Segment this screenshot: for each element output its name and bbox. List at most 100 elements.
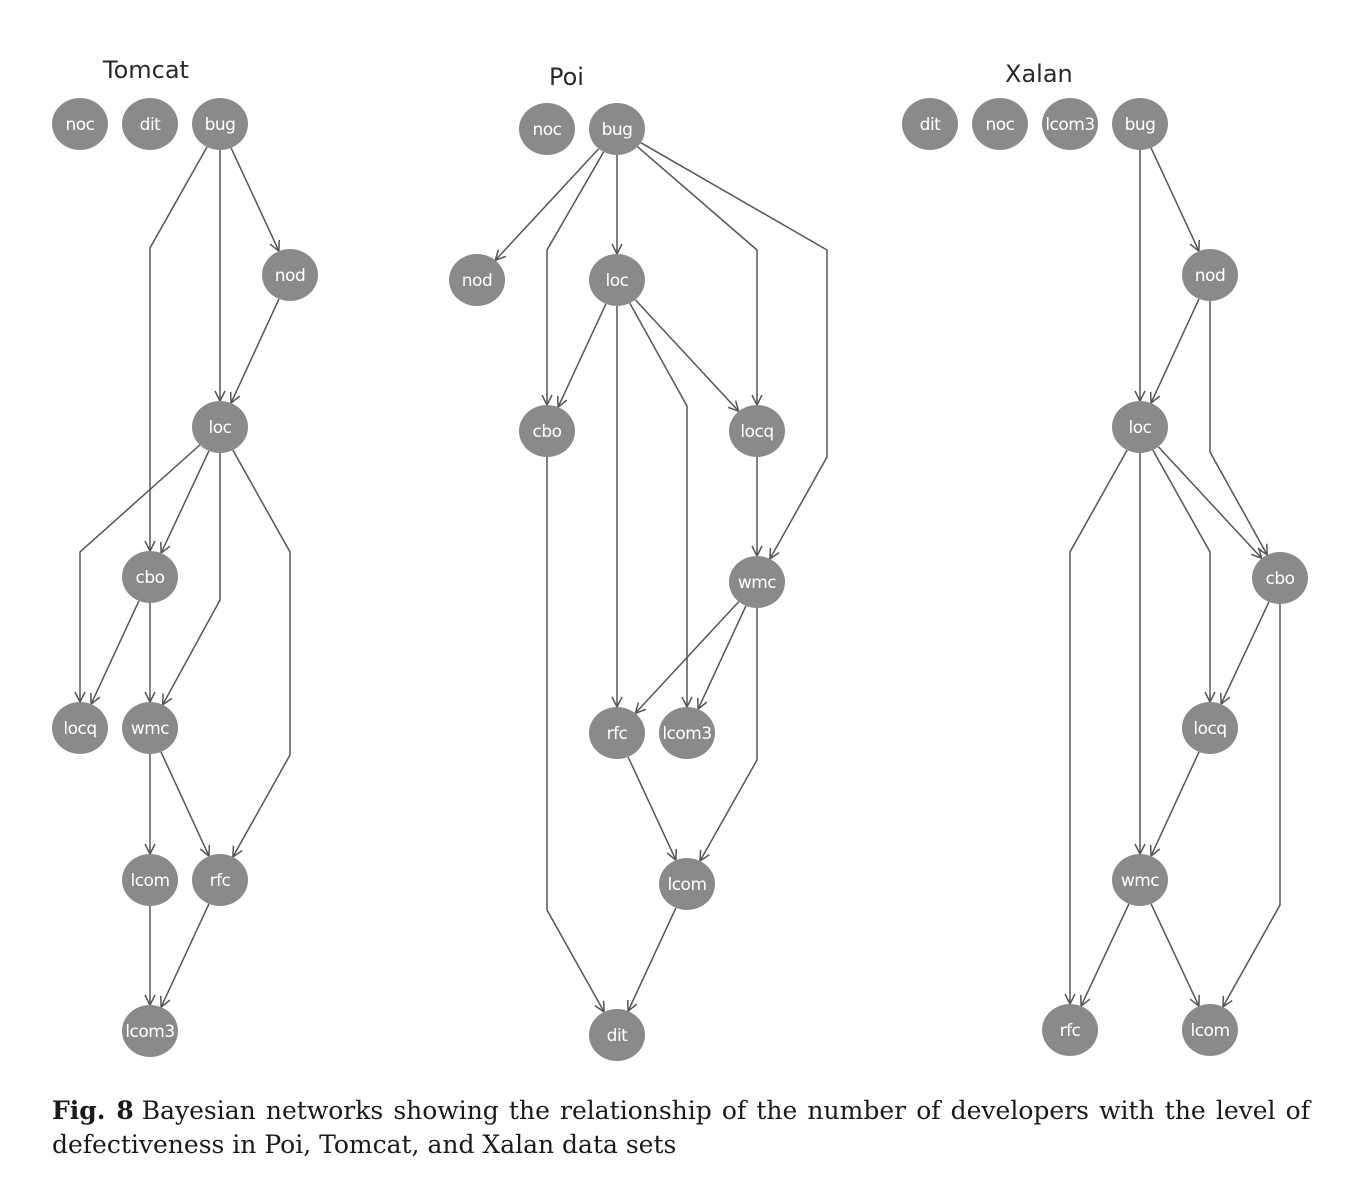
node-rfc: rfc — [1042, 1004, 1098, 1056]
edge-bug-to-nod — [1150, 147, 1199, 251]
node-label: dit — [920, 115, 942, 135]
node-shape — [1112, 854, 1168, 906]
node-shape — [52, 702, 108, 754]
network-poi-edges — [495, 142, 828, 1012]
node-lcom: lcom — [122, 854, 178, 906]
node-label: lcom — [130, 871, 169, 891]
edge-bug-to-cbo — [150, 146, 208, 551]
node-shape — [122, 702, 178, 754]
node-label: wmc — [131, 719, 169, 739]
node-label: rfc — [607, 724, 628, 744]
node-shape — [192, 854, 248, 906]
node-label: loc — [209, 418, 232, 438]
edge-locq-to-wmc — [1151, 751, 1200, 856]
network-title-tomcat: Tomcat — [102, 56, 189, 84]
node-shape — [1042, 1004, 1098, 1056]
node-loc: loc — [192, 401, 248, 453]
node-label: bug — [205, 115, 236, 135]
node-shape — [1112, 98, 1168, 150]
node-label: cbo — [532, 422, 561, 442]
edge-nod-to-loc — [1151, 298, 1200, 403]
network-tomcat-edges — [80, 146, 291, 1007]
edge-loc-to-cbo — [1157, 446, 1261, 559]
node-label: lcom — [667, 875, 706, 895]
node-cbo: cbo — [519, 405, 575, 457]
edge-loc-to-cbo — [161, 450, 210, 553]
node-dit: dit — [902, 98, 958, 150]
node-nod: nod — [449, 254, 505, 306]
node-shape — [659, 707, 715, 759]
node-shape — [1252, 552, 1308, 604]
edge-lcom-to-dit — [628, 907, 677, 1011]
node-shape — [659, 858, 715, 910]
node-shape — [122, 551, 178, 603]
edge-loc-to-cbo — [558, 303, 607, 407]
node-label: lcom3 — [125, 1022, 174, 1042]
node-shape — [449, 254, 505, 306]
node-lcom3: lcom3 — [122, 1005, 178, 1057]
edge-wmc-to-lcom — [1150, 903, 1199, 1006]
node-nod: nod — [1182, 249, 1238, 301]
edge-wmc-to-lcom3 — [698, 605, 747, 709]
node-label: rfc — [1060, 1021, 1081, 1041]
network-xalan-edges — [1070, 147, 1281, 1007]
network-title-poi: Poi — [549, 63, 584, 91]
figure-caption-text: Bayesian networks showing the relationsh… — [52, 1096, 1310, 1159]
node-label: locq — [740, 422, 773, 442]
node-label: loc — [1129, 418, 1152, 438]
edge-loc-to-rfc — [233, 449, 291, 857]
edge-cbo-to-locq — [1221, 601, 1270, 704]
edge-loc-to-rfc — [1070, 449, 1128, 1004]
node-shape — [519, 405, 575, 457]
node-shape — [192, 98, 248, 150]
node-locq: locq — [1182, 702, 1238, 754]
edge-cbo-to-dit — [546, 457, 604, 1012]
node-shape — [589, 707, 645, 759]
node-shape — [192, 401, 248, 453]
node-label: bug — [1125, 115, 1156, 135]
node-dit: dit — [122, 98, 178, 150]
node-label: cbo — [1265, 569, 1294, 589]
edge-bug-to-cbo — [547, 151, 605, 405]
edge-bug-to-locq — [637, 146, 758, 405]
node-locq: locq — [729, 405, 785, 457]
node-shape — [1182, 702, 1238, 754]
edge-wmc-to-rfc — [635, 601, 740, 714]
node-shape — [519, 103, 575, 155]
node-loc: loc — [589, 254, 645, 306]
node-dit: dit — [589, 1009, 645, 1061]
node-label: dit — [140, 115, 162, 135]
network-title-xalan: Xalan — [1005, 60, 1073, 88]
edge-loc-to-locq — [1152, 449, 1210, 702]
node-cbo: cbo — [122, 551, 178, 603]
node-nod: nod — [262, 249, 318, 301]
edge-loc-to-locq — [634, 299, 738, 412]
node-wmc: wmc — [1112, 854, 1168, 906]
node-label: nod — [1195, 266, 1225, 286]
edge-wmc-to-rfc — [1081, 903, 1130, 1006]
node-shape — [902, 98, 958, 150]
node-shape — [1112, 401, 1168, 453]
node-label: noc — [65, 115, 94, 135]
node-label: lcom3 — [1045, 115, 1094, 135]
edge-bug-to-wmc — [640, 142, 828, 559]
node-wmc: wmc — [122, 702, 178, 754]
node-lcom3: lcom3 — [1042, 98, 1098, 150]
node-shape — [52, 98, 108, 150]
node-noc: noc — [52, 98, 108, 150]
node-shape — [589, 1009, 645, 1061]
node-shape — [122, 98, 178, 150]
edge-bug-to-nod — [495, 148, 600, 261]
figure-caption-label: Fig. 8 — [52, 1096, 134, 1125]
node-label: bug — [602, 120, 633, 140]
node-label: noc — [532, 120, 561, 140]
edge-cbo-to-locq — [91, 600, 140, 704]
bayesian-networks-figure: Tomcat noc dit bug nod loc cbo locq wmc lcom rfc l… — [52, 56, 1308, 1061]
node-lcom3: lcom3 — [659, 707, 715, 759]
node-shape — [122, 854, 178, 906]
